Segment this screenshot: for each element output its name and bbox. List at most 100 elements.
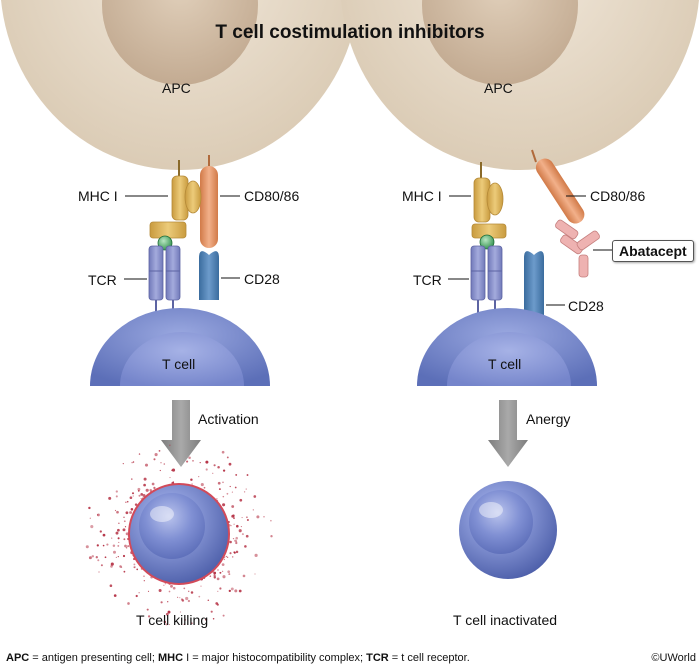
killing-dot [222, 503, 226, 507]
killing-dot [143, 580, 145, 582]
killing-dot [122, 554, 126, 558]
killing-dot [138, 592, 140, 594]
killing-dot [213, 574, 216, 578]
killing-dot [221, 563, 225, 566]
killing-dot [115, 490, 118, 493]
killing-dot [217, 481, 221, 485]
peptide-right [479, 234, 495, 250]
killing-dot [158, 589, 162, 592]
killing-dot [177, 596, 179, 598]
killing-dot [243, 491, 246, 493]
killing-dot [223, 558, 225, 561]
killing-dot [179, 611, 182, 613]
killing-dot [151, 482, 155, 486]
killing-dot [241, 517, 243, 519]
killing-dot [100, 564, 103, 567]
killing-dot [227, 570, 231, 574]
footer-mhc-abbr: MHC [157, 652, 184, 664]
killing-dot [153, 486, 156, 490]
killing-dot [234, 486, 237, 489]
killing-dot [232, 537, 235, 540]
tcr-left [148, 245, 181, 314]
activation-arrow [161, 400, 201, 467]
cd28-label-right: CD28 [568, 298, 604, 314]
footer-mhc-def: I = major histocompatibility complex; [183, 652, 367, 664]
killing-dot [198, 476, 200, 478]
killing-dot [229, 485, 231, 488]
killing-dot [205, 460, 209, 464]
killing-dot [165, 612, 169, 616]
killing-dot [221, 570, 224, 572]
killing-dot [96, 514, 99, 516]
t-cell-killing [128, 483, 230, 585]
killing-dot [212, 472, 214, 474]
killing-dot [246, 474, 249, 476]
killing-dot [171, 468, 176, 472]
killing-dot [188, 456, 191, 460]
footer-apc-abbr: APC [6, 652, 30, 664]
apc-cell-left [1, 0, 359, 170]
killing-dot [181, 599, 185, 602]
killing-dot [222, 575, 226, 579]
killing-dot [270, 535, 273, 538]
killing-dot [229, 552, 232, 555]
killing-dot [129, 511, 133, 514]
killing-dot [230, 587, 234, 591]
killing-dot [104, 556, 107, 559]
killing-dot [234, 589, 238, 593]
killing-dot [153, 458, 156, 461]
killing-dot [110, 562, 114, 566]
apc-cell-right [341, 0, 699, 170]
killing-dot [123, 538, 126, 541]
killing-dot [191, 483, 193, 485]
killing-dot [219, 571, 222, 574]
killing-dot [160, 601, 163, 604]
killing-dot [235, 540, 238, 542]
killing-dot [226, 556, 229, 558]
killing-dot [131, 492, 135, 495]
killing-dot [147, 590, 150, 592]
killing-dot [88, 556, 92, 560]
killing-dot [235, 550, 239, 554]
killing-dot [125, 547, 128, 549]
killing-dot [89, 517, 91, 519]
killing-dot [228, 589, 231, 593]
killing-dot [115, 495, 118, 498]
killing-dot [118, 541, 120, 543]
killing-dot [179, 597, 181, 599]
killing-dot [115, 531, 119, 535]
inactivated-label: T cell inactivated [453, 612, 558, 628]
killing-dot [120, 566, 123, 568]
killing-dot [254, 553, 258, 557]
killing-dot [190, 622, 193, 625]
footer-tcr-def: = t cell receptor. [388, 652, 470, 664]
killing-dot [216, 577, 220, 581]
killing-dot [213, 571, 217, 575]
killing-dot [209, 575, 212, 577]
killing-dot [254, 573, 256, 575]
killing-dot [163, 620, 166, 624]
killing-dot [117, 544, 120, 547]
killing-dot [122, 463, 124, 465]
anergy-label: Anergy [526, 411, 571, 427]
cd80-label-left: CD80/86 [244, 188, 300, 204]
killing-dot [117, 537, 120, 540]
killing-dot [238, 529, 242, 533]
killing-dot [138, 453, 141, 455]
tcr-label-left: TCR [88, 272, 117, 288]
killing-dot [186, 460, 189, 463]
apc-label-right: APC [484, 80, 513, 96]
killing-dot [129, 496, 133, 500]
t-cell-left [90, 308, 270, 386]
killing-dot [203, 486, 206, 489]
copyright: ©UWorld [651, 652, 696, 664]
killing-dot [229, 540, 232, 544]
killing-dot [205, 468, 208, 471]
killing-dot [125, 501, 127, 503]
killing-dot [124, 544, 127, 548]
killing-dot [144, 463, 149, 467]
killing-dot [146, 608, 149, 611]
killing-dot [245, 534, 249, 538]
killing-dot [183, 587, 186, 590]
